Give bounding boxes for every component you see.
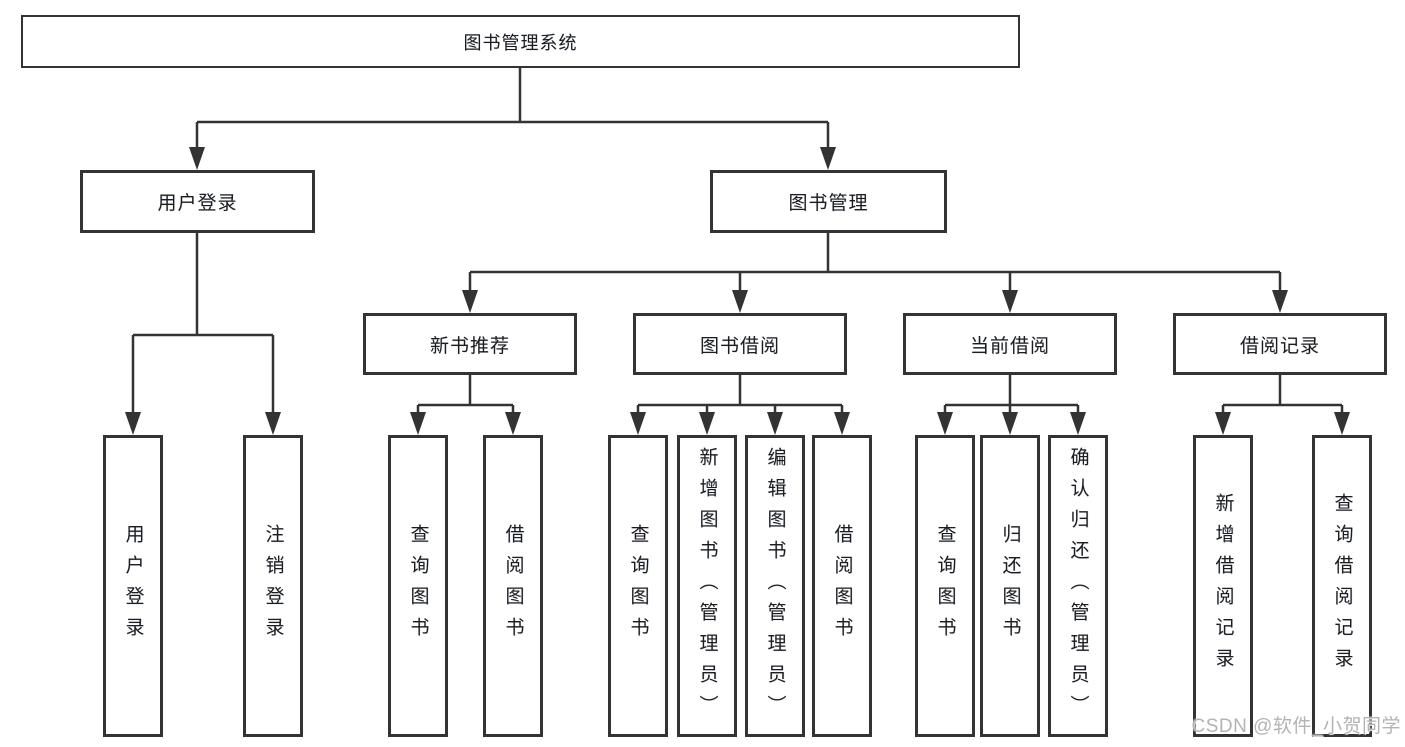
leaf-borrow-books: 借阅图书 <box>812 435 872 737</box>
arrow-down-icon <box>834 412 850 435</box>
connector-elbow-lines <box>131 68 1344 414</box>
node-label: 借阅记录 <box>1239 335 1320 357</box>
arrow-down-icon <box>1215 412 1231 435</box>
node-current-borrowing: 当前借阅 <box>903 313 1117 375</box>
leaf-query-books-current: 查询图书 <box>915 435 975 737</box>
leaf-query-books-borrow: 查询图书 <box>608 435 668 737</box>
node-book-management: 图书管理 <box>710 170 947 233</box>
leaf-add-books-admin: 新增图书（管理员） <box>677 435 737 737</box>
arrow-down-icon <box>820 147 836 170</box>
arrow-down-icon <box>1272 290 1288 313</box>
arrow-down-icon <box>462 290 478 313</box>
node-label: 用户登录 <box>157 193 238 214</box>
arrow-down-icon <box>265 412 281 435</box>
leaf-user-login: 用户登录 <box>103 435 163 737</box>
arrow-down-icon <box>410 412 426 435</box>
node-label: 注销登录 <box>262 524 284 648</box>
node-label: 图书管理 <box>788 193 869 214</box>
arrow-down-icon <box>1070 412 1086 435</box>
node-label: 查询图书 <box>627 524 649 648</box>
arrow-down-icon <box>699 412 715 435</box>
arrow-down-icon <box>1002 290 1018 313</box>
arrow-down-icon <box>767 412 783 435</box>
node-label: 新增借阅记录 <box>1212 493 1234 679</box>
leaf-confirm-return-admin: 确认归还（管理员） <box>1048 435 1108 737</box>
leaf-edit-books-admin: 编辑图书（管理员） <box>745 435 805 737</box>
node-label: 编辑图书（管理员） <box>764 446 786 726</box>
node-label: 图书借阅 <box>699 335 780 357</box>
arrow-down-icon <box>630 412 646 435</box>
node-label: 归还图书 <box>999 524 1021 648</box>
node-label: 当前借阅 <box>969 335 1050 357</box>
node-label: 借阅图书 <box>831 524 853 648</box>
node-label: 确认归还（管理员） <box>1067 446 1089 726</box>
node-user-login: 用户登录 <box>80 170 315 233</box>
leaf-query-borrow-record: 查询借阅记录 <box>1312 435 1372 737</box>
node-label: 图书管理系统 <box>463 32 578 53</box>
node-label: 查询图书 <box>407 524 429 648</box>
node-label: 查询图书 <box>934 524 956 648</box>
node-label: 借阅图书 <box>502 524 524 648</box>
node-book-borrowing: 图书借阅 <box>633 313 847 375</box>
leaf-logout: 注销登录 <box>243 435 303 737</box>
arrow-down-icon <box>1002 412 1018 435</box>
leaf-return-books: 归还图书 <box>980 435 1040 737</box>
leaf-borrow-books-recommend: 借阅图书 <box>483 435 543 737</box>
node-label: 查询借阅记录 <box>1331 493 1353 679</box>
node-library-management-system: 图书管理系统 <box>21 15 1020 68</box>
node-label: 用户登录 <box>122 524 144 648</box>
arrow-down-icon <box>1334 412 1350 435</box>
arrow-down-icon <box>937 412 953 435</box>
leaf-add-borrow-record: 新增借阅记录 <box>1193 435 1253 737</box>
node-label: 新增图书（管理员） <box>696 446 718 726</box>
csdn-watermark: CSDN @软件_小贺同学 <box>1191 716 1401 737</box>
node-new-book-recommendation: 新书推荐 <box>363 313 577 375</box>
leaf-query-books-recommend: 查询图书 <box>388 435 448 737</box>
arrow-down-icon <box>505 412 521 435</box>
arrow-down-icon <box>189 147 205 170</box>
node-label: 新书推荐 <box>429 335 510 357</box>
arrow-down-icon <box>125 412 141 435</box>
arrow-down-icon <box>732 290 748 313</box>
node-borrowing-records: 借阅记录 <box>1173 313 1387 375</box>
